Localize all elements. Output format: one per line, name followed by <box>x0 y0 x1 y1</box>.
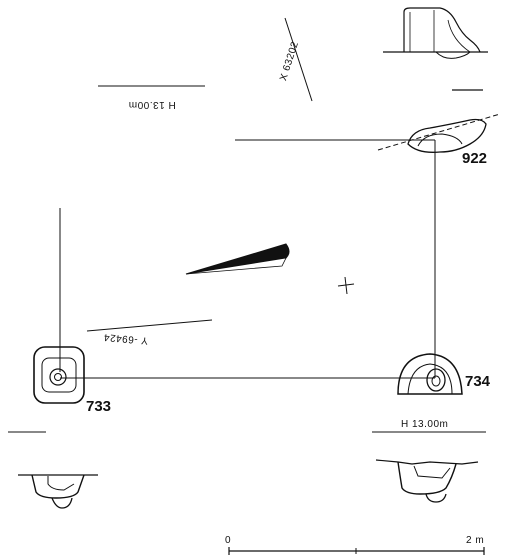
coord-x-line <box>284 17 313 102</box>
section-734-ground <box>375 459 479 465</box>
coord-x-marker: X 63202 <box>278 17 313 102</box>
feature-734-label: 734 <box>465 373 491 390</box>
section-profile-734 <box>375 459 479 503</box>
scale-bar-end-label: 2 m <box>466 535 484 546</box>
crosshair-marker-icon <box>337 276 355 295</box>
north-arrow-light <box>185 257 287 275</box>
scale-bar: 0 2 m <box>225 535 485 555</box>
section-734-outline <box>397 461 457 495</box>
feature-733-label: 733 <box>86 398 111 415</box>
feature-733: 733 <box>33 346 111 415</box>
section-profile-922 <box>383 7 488 91</box>
section-733-outline <box>31 474 85 499</box>
feature-922-section-line <box>377 113 501 151</box>
scale-bar-start-label: 0 <box>225 535 231 546</box>
feature-734-outer <box>397 353 463 395</box>
feature-734-inner <box>407 363 453 395</box>
feature-922: 922 <box>377 113 501 167</box>
coord-y-label: Y -69424 <box>103 331 148 346</box>
feature-922-inner-contour <box>417 133 463 147</box>
feature-733-post-core <box>54 373 62 381</box>
profile-hatching <box>409 10 471 53</box>
coord-y-line <box>86 319 213 332</box>
section-734-post <box>425 493 447 503</box>
feature-733-mid <box>41 357 77 393</box>
coord-x-label: X 63202 <box>278 40 301 82</box>
north-arrow-icon <box>185 243 290 275</box>
feature-922-outline <box>407 118 487 153</box>
profile-outline <box>403 7 481 53</box>
section-profile-733 <box>18 474 98 509</box>
elevation-marker-bottom: H 13.00m <box>372 419 486 433</box>
crosshair-v <box>344 276 348 295</box>
feature-734-post <box>426 368 446 392</box>
feature-734: 734 <box>397 353 491 395</box>
feature-922-label: 922 <box>462 150 487 167</box>
section-734-inner <box>413 465 451 479</box>
grid-lines <box>59 139 436 379</box>
profile-lower-fill <box>435 51 471 59</box>
elevation-label-bottom: H 13.00m <box>401 419 448 430</box>
feature-734-post-core <box>431 375 441 387</box>
section-733-post <box>51 497 73 509</box>
elevation-label-top: H 13.00m <box>128 99 175 110</box>
coord-y-marker: Y -69424 <box>86 319 213 346</box>
feature-733-outer <box>33 346 85 404</box>
elevation-marker-top: H 13.00m <box>98 85 205 110</box>
section-733-inner <box>47 476 75 491</box>
feature-733-post <box>49 368 67 386</box>
